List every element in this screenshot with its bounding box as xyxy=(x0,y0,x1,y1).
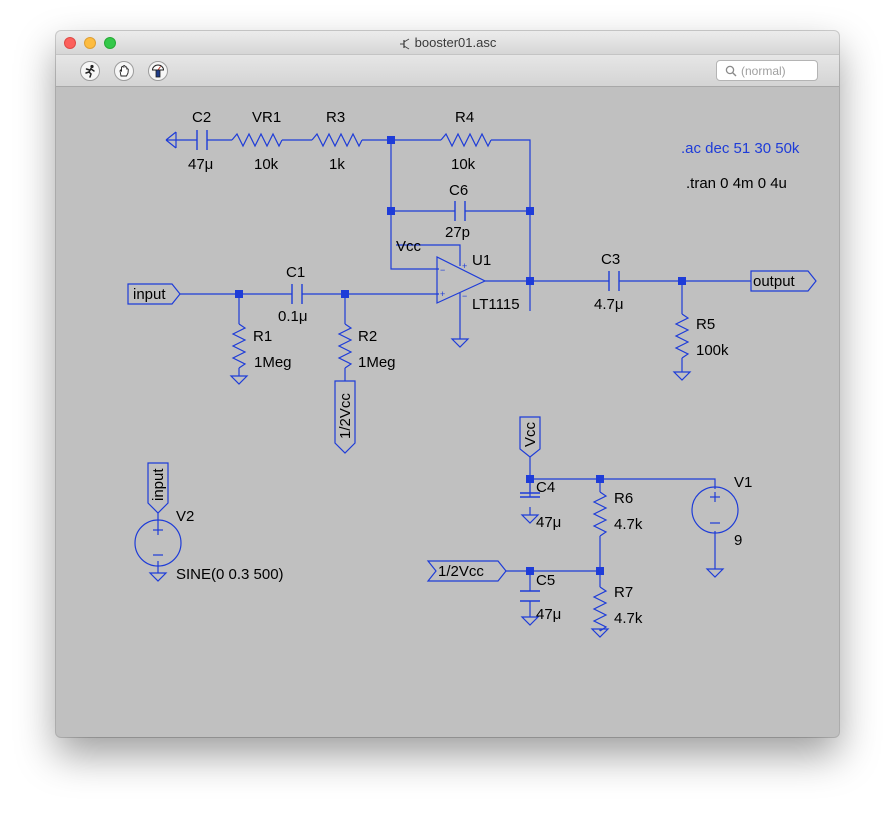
minimize-button[interactable] xyxy=(84,37,96,49)
v2-name: V2 xyxy=(176,508,194,525)
schematic-canvas[interactable]: − + + − C2 47μ VR1 10k R3 1k R4 10k C6 2… xyxy=(56,87,839,737)
c5-value: 47μ xyxy=(536,606,561,623)
c3-name: C3 xyxy=(601,251,620,268)
svg-text:+: + xyxy=(440,289,445,299)
vcc-flag-label: Vcc xyxy=(522,421,539,447)
zoom-button[interactable] xyxy=(104,37,116,49)
hand-icon xyxy=(119,64,129,77)
r1-value: 1Meg xyxy=(254,354,292,371)
toolbar: (normal) xyxy=(56,55,839,87)
window-title: booster01.asc xyxy=(56,35,839,50)
close-button[interactable] xyxy=(64,37,76,49)
search-field[interactable]: (normal) xyxy=(716,60,818,81)
title-bar: booster01.asc xyxy=(56,31,839,55)
r2-value: 1Meg xyxy=(358,354,396,371)
transistor-icon xyxy=(399,38,409,49)
r2-name: R2 xyxy=(358,328,377,345)
c2-value: 47μ xyxy=(188,156,213,173)
c4-value: 47μ xyxy=(536,514,561,531)
schematic-drawing[interactable]: − + + − C2 47μ VR1 10k R3 1k R4 10k C6 2… xyxy=(56,87,839,737)
r3-name: R3 xyxy=(326,109,345,126)
component-labels: C2 47μ VR1 10k R3 1k R4 10k C6 27p Vcc U… xyxy=(176,109,752,627)
half-vcc-vertical-label: 1/2Vcc xyxy=(337,393,354,439)
c4-name: C4 xyxy=(536,479,555,496)
v1-name: V1 xyxy=(734,474,752,491)
svg-text:−: − xyxy=(462,291,467,301)
c5-name: C5 xyxy=(536,572,555,589)
r5-value: 100k xyxy=(696,342,729,359)
svg-text:−: − xyxy=(440,265,445,275)
r3-value: 1k xyxy=(329,156,345,173)
output-flag-label: output xyxy=(753,273,796,290)
opamp-pins: − + + − xyxy=(440,261,467,301)
v2-value: SINE(0 0.3 500) xyxy=(176,566,284,583)
r7-name: R7 xyxy=(614,584,633,601)
r5-name: R5 xyxy=(696,316,715,333)
v1-value: 9 xyxy=(734,532,742,549)
run-button[interactable] xyxy=(80,61,100,81)
u1-name: U1 xyxy=(472,252,491,269)
vr1-value: 10k xyxy=(254,156,279,173)
c6-value: 27p xyxy=(445,224,470,241)
vr1-name: VR1 xyxy=(252,109,281,126)
r4-value: 10k xyxy=(451,156,476,173)
half-vcc-flag-label: 1/2Vcc xyxy=(438,563,484,580)
capacitors[interactable] xyxy=(196,130,620,602)
c2-name: C2 xyxy=(192,109,211,126)
probe-button[interactable] xyxy=(148,61,168,81)
c3-value: 4.7μ xyxy=(594,296,624,313)
svg-text:+: + xyxy=(462,261,467,271)
ammeter-probe-icon xyxy=(151,64,165,78)
window-title-text: booster01.asc xyxy=(414,35,497,50)
pan-button[interactable] xyxy=(114,61,134,81)
input-vertical-label: input xyxy=(150,468,167,501)
r1-name: R1 xyxy=(253,328,272,345)
tran-directive[interactable]: .tran 0 4m 0 4u xyxy=(686,175,787,192)
search-placeholder: (normal) xyxy=(741,64,786,78)
junctions xyxy=(235,136,686,575)
ac-directive[interactable]: .ac dec 51 30 50k xyxy=(681,140,800,157)
c1-value: 0.1μ xyxy=(278,308,308,325)
r6-name: R6 xyxy=(614,490,633,507)
search-icon xyxy=(725,65,737,77)
r4-name: R4 xyxy=(455,109,474,126)
voltage-sources[interactable] xyxy=(134,486,739,567)
c6-name: C6 xyxy=(449,182,468,199)
running-man-icon xyxy=(85,64,95,78)
input-flag-label: input xyxy=(133,286,166,303)
r6-value: 4.7k xyxy=(614,516,643,533)
ground-symbols xyxy=(148,338,725,638)
flag-labels: input output 1/2Vcc 1/2Vcc Vcc input xyxy=(133,273,796,580)
r7-value: 4.7k xyxy=(614,610,643,627)
net-flags[interactable] xyxy=(127,131,817,582)
c1-name: C1 xyxy=(286,264,305,281)
opamp-u1[interactable] xyxy=(436,256,487,304)
u1-value: LT1115 xyxy=(472,296,520,313)
vcc-pin-label: Vcc xyxy=(396,238,422,255)
app-window: booster01.asc (norm xyxy=(56,31,839,737)
